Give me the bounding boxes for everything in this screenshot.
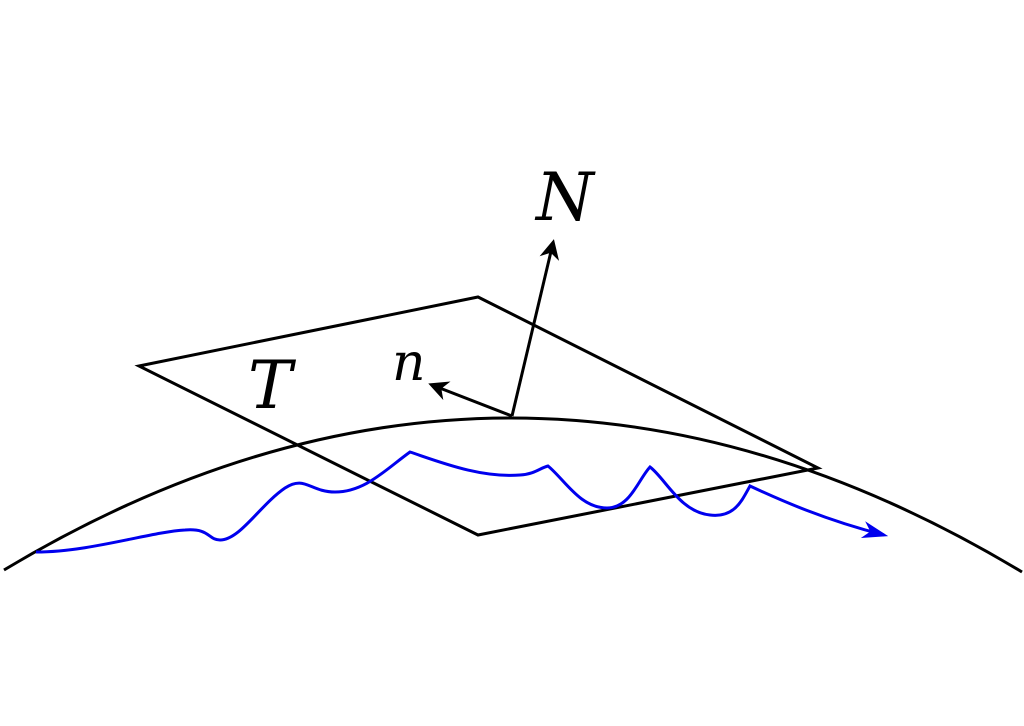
- tangent-plane: [134, 295, 823, 537]
- label-n: n: [392, 333, 426, 393]
- label-T: T: [248, 347, 297, 424]
- surface-path: [35, 450, 889, 554]
- normal-vector-n: [428, 381, 513, 418]
- normal-vector-N: [510, 239, 560, 417]
- label-N: N: [534, 159, 596, 236]
- surface-curve: [3, 416, 1023, 574]
